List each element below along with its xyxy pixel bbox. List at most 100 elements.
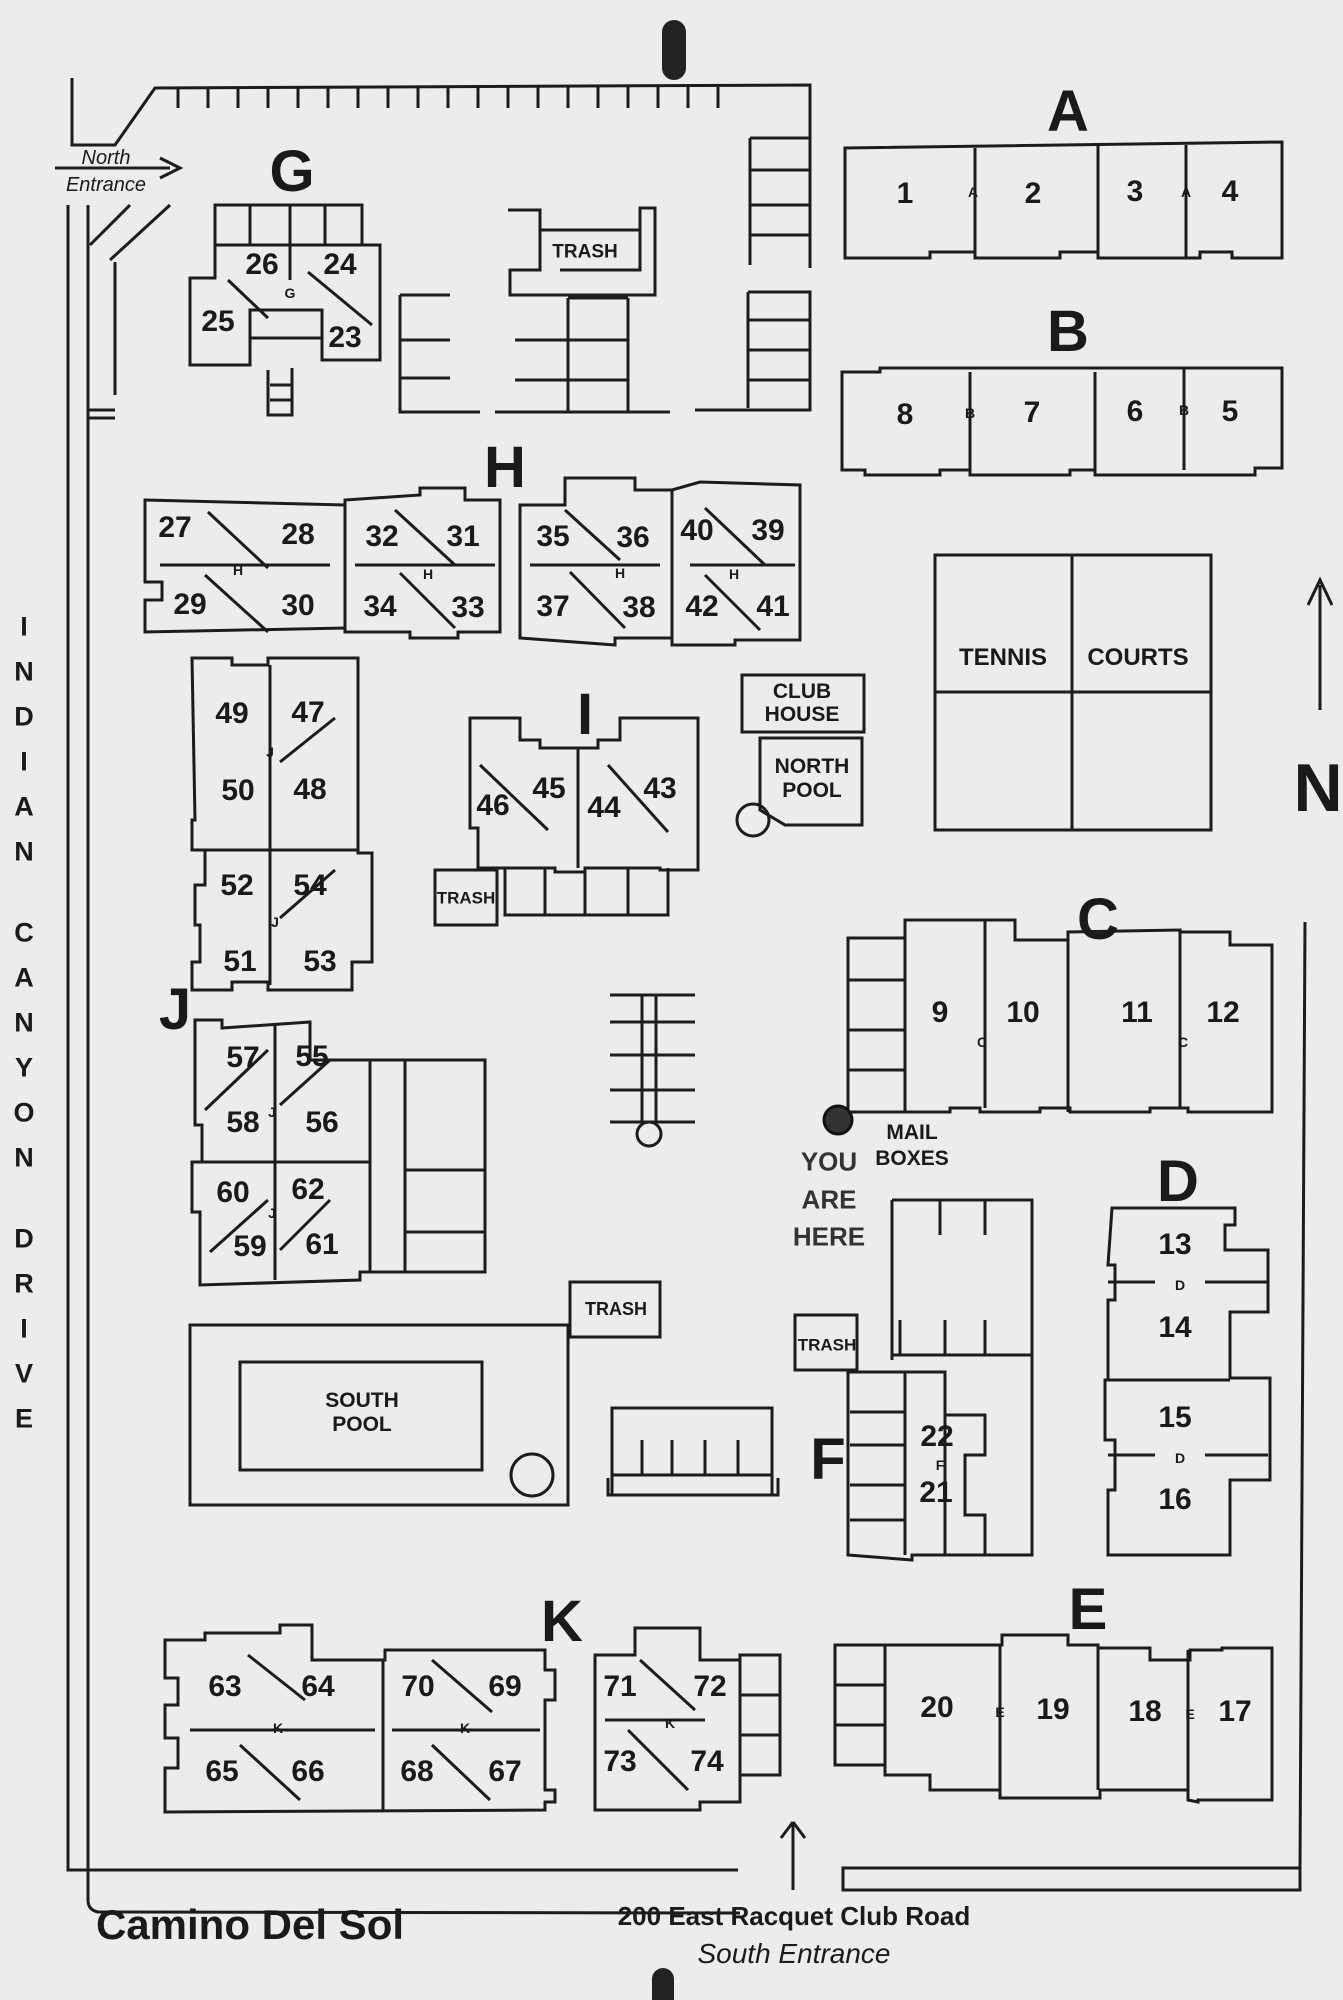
unit-6: 6 [1126, 395, 1144, 428]
unit-59: 59 [233, 1230, 267, 1263]
building-mark-a2: A [1180, 184, 1192, 200]
building-mark-a1: A [967, 184, 979, 200]
unit-68: 68 [400, 1755, 434, 1788]
unit-62: 62 [291, 1173, 325, 1206]
unit-27: 27 [158, 511, 192, 544]
unit-66: 66 [291, 1755, 325, 1788]
building-mark-j3: J [268, 1104, 276, 1120]
unit-43: 43 [643, 772, 677, 805]
unit-22: 22 [920, 1420, 954, 1453]
unit-19: 19 [1036, 1693, 1070, 1726]
unit-73: 73 [603, 1745, 637, 1778]
unit-74: 74 [690, 1745, 724, 1778]
building-mark-e2: E [1185, 1706, 1195, 1722]
unit-49: 49 [215, 697, 249, 730]
unit-31: 31 [446, 520, 480, 553]
building-mark-h2: H [422, 566, 434, 582]
building-label-k: K [541, 1589, 583, 1654]
unit-69: 69 [488, 1670, 522, 1703]
unit-36: 36 [616, 521, 650, 554]
unit-38: 38 [622, 591, 656, 624]
unit-1: 1 [896, 177, 914, 210]
unit-28: 28 [281, 518, 315, 551]
trash-label-south: TRASH [585, 1299, 647, 1319]
unit-21: 21 [919, 1476, 953, 1509]
unit-7: 7 [1023, 396, 1041, 429]
unit-53: 53 [303, 945, 337, 978]
building-mark-c1: C [976, 1034, 988, 1050]
building-label-e: E [1068, 1577, 1108, 1642]
unit-2: 2 [1024, 177, 1042, 210]
unit-42: 42 [685, 590, 719, 623]
unit-46: 46 [476, 789, 510, 822]
trash-label-top: TRASH [552, 241, 618, 263]
building-mark-g: G [284, 285, 296, 301]
unit-10: 10 [1006, 996, 1040, 1029]
unit-17: 17 [1218, 1695, 1252, 1728]
unit-45: 45 [532, 772, 566, 805]
unit-72: 72 [693, 1670, 727, 1703]
unit-24: 24 [323, 248, 357, 281]
tennis-label: TENNIS [958, 644, 1048, 671]
unit-14: 14 [1158, 1311, 1192, 1344]
south-address: 200 East Racquet Club Road [617, 1901, 971, 1931]
unit-60: 60 [216, 1176, 250, 1209]
courts-label: COURTS [1087, 644, 1189, 671]
unit-11: 11 [1121, 996, 1153, 1029]
unit-67: 67 [488, 1755, 522, 1788]
unit-70: 70 [401, 1670, 435, 1703]
unit-40: 40 [680, 514, 714, 547]
building-label-a: A [1047, 79, 1089, 144]
building-mark-b2: B [1178, 402, 1190, 418]
unit-50: 50 [221, 774, 255, 807]
building-mark-k1: K [272, 1720, 284, 1736]
building-label-j: J [158, 977, 192, 1042]
unit-63: 63 [208, 1670, 242, 1703]
unit-26: 26 [245, 248, 279, 281]
unit-44: 44 [587, 791, 621, 824]
unit-9: 9 [931, 996, 949, 1029]
unit-56: 56 [305, 1106, 339, 1139]
building-mark-c2: C [1177, 1034, 1189, 1050]
south-pool-label: SOUTH POOL [325, 1388, 399, 1436]
south-entrance-label: South Entrance [697, 1938, 891, 1969]
unit-51: 51 [223, 945, 257, 978]
north-pool-label: NORTH POOL [774, 754, 850, 802]
unit-47: 47 [291, 696, 325, 729]
north-entrance-label: North [81, 147, 131, 169]
unit-41: 41 [756, 590, 790, 623]
you-are-here-label: YOU ARE HERE [792, 1146, 866, 1252]
unit-58: 58 [226, 1106, 260, 1139]
unit-8: 8 [896, 398, 914, 431]
unit-13: 13 [1158, 1228, 1192, 1261]
unit-30: 30 [281, 589, 315, 622]
building-label-i: I [576, 682, 594, 747]
unit-37: 37 [536, 590, 570, 623]
building-mark-f: F [935, 1457, 945, 1473]
unit-4: 4 [1221, 175, 1239, 208]
mounting-hole-bottom [652, 1968, 674, 2000]
unit-64: 64 [301, 1670, 335, 1703]
unit-55: 55 [295, 1040, 329, 1073]
unit-3: 3 [1126, 175, 1144, 208]
unit-65: 65 [205, 1755, 239, 1788]
mailboxes-label: MAIL BOXES [875, 1120, 949, 1170]
building-label-g: G [269, 139, 315, 204]
unit-32: 32 [365, 520, 399, 553]
unit-5: 5 [1221, 395, 1239, 428]
building-mark-h3: H [614, 565, 626, 581]
building-mark-b1: B [964, 405, 976, 421]
unit-61: 61 [305, 1228, 339, 1261]
unit-52: 52 [220, 869, 254, 902]
building-mark-j1: J [266, 744, 274, 760]
unit-16: 16 [1158, 1483, 1192, 1516]
building-mark-h1: H [232, 562, 244, 578]
trash-label-f: TRASH [797, 1335, 857, 1355]
building-mark-d1: D [1174, 1277, 1186, 1293]
building-label-b: B [1047, 299, 1089, 364]
club-house-label: CLUB HOUSE [764, 679, 840, 726]
unit-25: 25 [201, 305, 235, 338]
